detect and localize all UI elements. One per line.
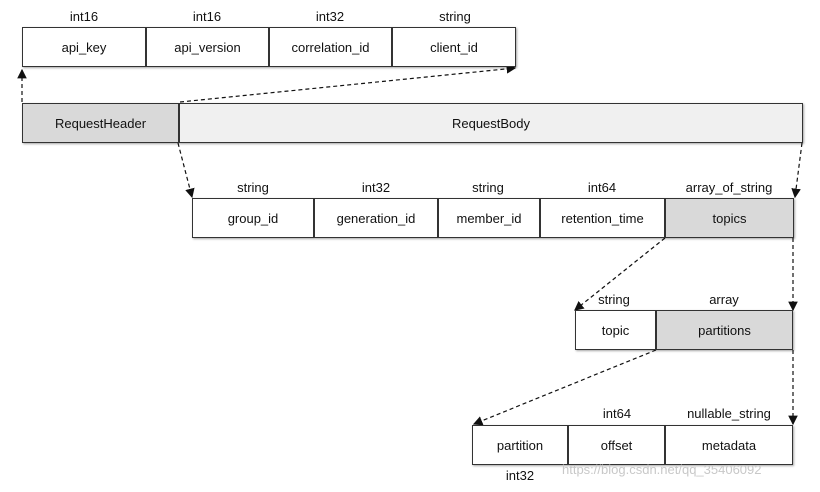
partition-type-offset: int64 <box>602 406 632 421</box>
field-api-key: api_key <box>22 27 146 67</box>
header-type-api-version: int16 <box>192 9 222 24</box>
arrow-topics-left <box>574 237 666 311</box>
request-body-box: RequestBody <box>179 103 803 143</box>
header-type-correlation-id: int32 <box>315 9 345 24</box>
field-generation-id: generation_id <box>314 198 438 238</box>
field-api-version: api_version <box>146 27 269 67</box>
topic-type-partitions: array <box>709 292 739 307</box>
topic-type-topic: string <box>598 292 630 307</box>
partition-type-metadata: nullable_string <box>687 406 771 421</box>
body-type-topics: array_of_string <box>685 180 773 195</box>
body-type-generation-id: int32 <box>361 180 391 195</box>
field-retention-time: retention_time <box>540 198 665 238</box>
request-header-box: RequestHeader <box>22 103 179 143</box>
body-type-group-id: string <box>237 180 269 195</box>
body-type-retention-time: int64 <box>587 180 617 195</box>
field-metadata: metadata <box>665 425 793 465</box>
field-client-id: client_id <box>392 27 516 67</box>
field-topics: topics <box>665 198 794 238</box>
body-type-member-id: string <box>472 180 504 195</box>
field-member-id: member_id <box>438 198 540 238</box>
arrow-partitions-left <box>472 349 657 426</box>
header-type-client-id: string <box>439 9 471 24</box>
arrow-body-right <box>791 142 803 199</box>
header-type-api-key: int16 <box>69 9 99 24</box>
field-partitions: partitions <box>656 310 793 350</box>
partition-type-partition: int32 <box>505 468 535 483</box>
field-topic: topic <box>575 310 656 350</box>
arrow-header-right <box>179 64 517 103</box>
watermark-url: https://blog.csdn.net/qq_35406092 <box>562 462 762 477</box>
field-correlation-id: correlation_id <box>269 27 392 67</box>
field-partition: partition <box>472 425 568 465</box>
arrow-body-left <box>177 142 195 199</box>
field-group-id: group_id <box>192 198 314 238</box>
field-offset: offset <box>568 425 665 465</box>
